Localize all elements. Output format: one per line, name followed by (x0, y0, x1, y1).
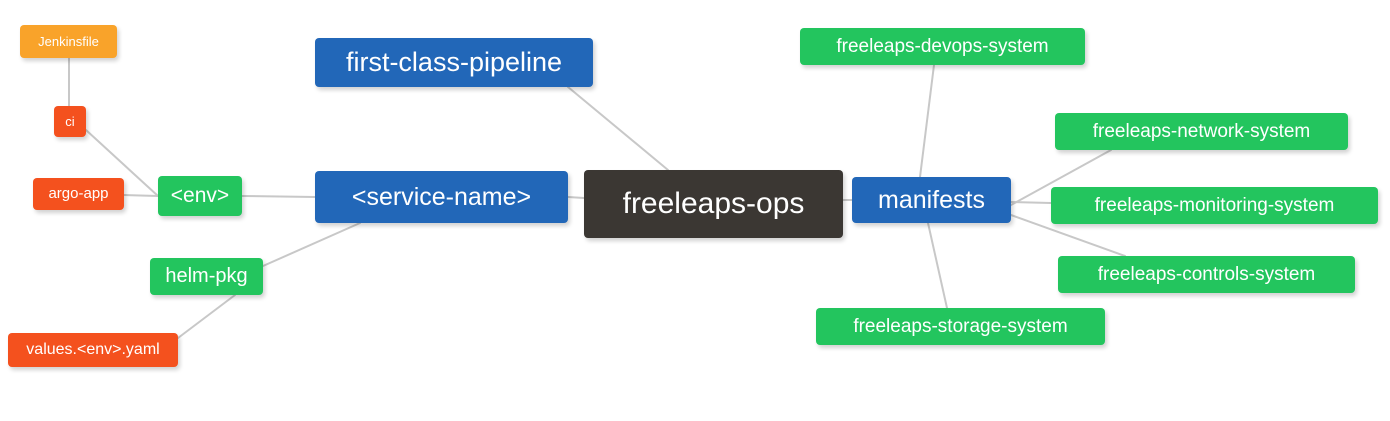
edge-env-to-service-name (241, 195, 316, 198)
node-label-env: <env> (170, 183, 230, 207)
node-first-class-pipeline[interactable]: first-class-pipeline (315, 38, 593, 87)
node-ci[interactable]: ci (54, 106, 86, 137)
node-label-helm-pkg: helm-pkg (165, 265, 248, 287)
node-label-freeleaps-storage-system: freeleaps-storage-system (853, 315, 1068, 337)
node-label-freeleaps-network-system: freeleaps-network-system (1092, 120, 1311, 142)
edge-first-class-pipeline-to-freeleaps-ops (567, 86, 669, 171)
node-helm-pkg[interactable]: helm-pkg (150, 258, 263, 295)
edge-manifests-to-freeleaps-monitoring-system (1010, 201, 1052, 204)
node-label-argo-app: argo-app (48, 185, 109, 203)
node-label-freeleaps-controls-system: freeleaps-controls-system (1097, 263, 1316, 285)
node-manifests[interactable]: manifests (852, 177, 1011, 223)
node-label-freeleaps-monitoring-system: freeleaps-monitoring-system (1094, 194, 1335, 216)
node-argo-app[interactable]: argo-app (33, 178, 124, 210)
node-label-freeleaps-ops: freeleaps-ops (622, 187, 805, 221)
node-label-freeleaps-devops-system: freeleaps-devops-system (836, 35, 1049, 57)
node-freeleaps-ops[interactable]: freeleaps-ops (584, 170, 843, 238)
node-freeleaps-monitoring-system[interactable]: freeleaps-monitoring-system (1051, 187, 1378, 224)
node-service-name[interactable]: <service-name> (315, 171, 568, 223)
node-label-manifests: manifests (878, 185, 985, 214)
node-label-first-class-pipeline: first-class-pipeline (345, 47, 563, 78)
node-label-ci: ci (65, 113, 75, 129)
node-env[interactable]: <env> (158, 176, 242, 216)
edge-manifests-to-freeleaps-devops-system (919, 64, 935, 178)
edge-helm-pkg-to-service-name (262, 222, 361, 267)
node-freeleaps-storage-system[interactable]: freeleaps-storage-system (816, 308, 1105, 345)
edge-service-name-to-freeleaps-ops (567, 196, 585, 199)
edge-manifests-to-freeleaps-storage-system (927, 222, 948, 309)
edge-argo-app-to-env (123, 194, 159, 197)
node-label-service-name: <service-name> (351, 182, 532, 211)
edge-values-yaml-to-helm-pkg (177, 294, 236, 339)
node-label-jenkinsfile: Jenkinsfile (38, 33, 99, 49)
node-values-yaml[interactable]: values.<env>.yaml (8, 333, 178, 367)
node-freeleaps-controls-system[interactable]: freeleaps-controls-system (1058, 256, 1355, 293)
node-jenkinsfile[interactable]: Jenkinsfile (20, 25, 117, 58)
node-freeleaps-network-system[interactable]: freeleaps-network-system (1055, 113, 1348, 150)
node-freeleaps-devops-system[interactable]: freeleaps-devops-system (800, 28, 1085, 65)
node-label-values-yaml: values.<env>.yaml (26, 340, 160, 358)
